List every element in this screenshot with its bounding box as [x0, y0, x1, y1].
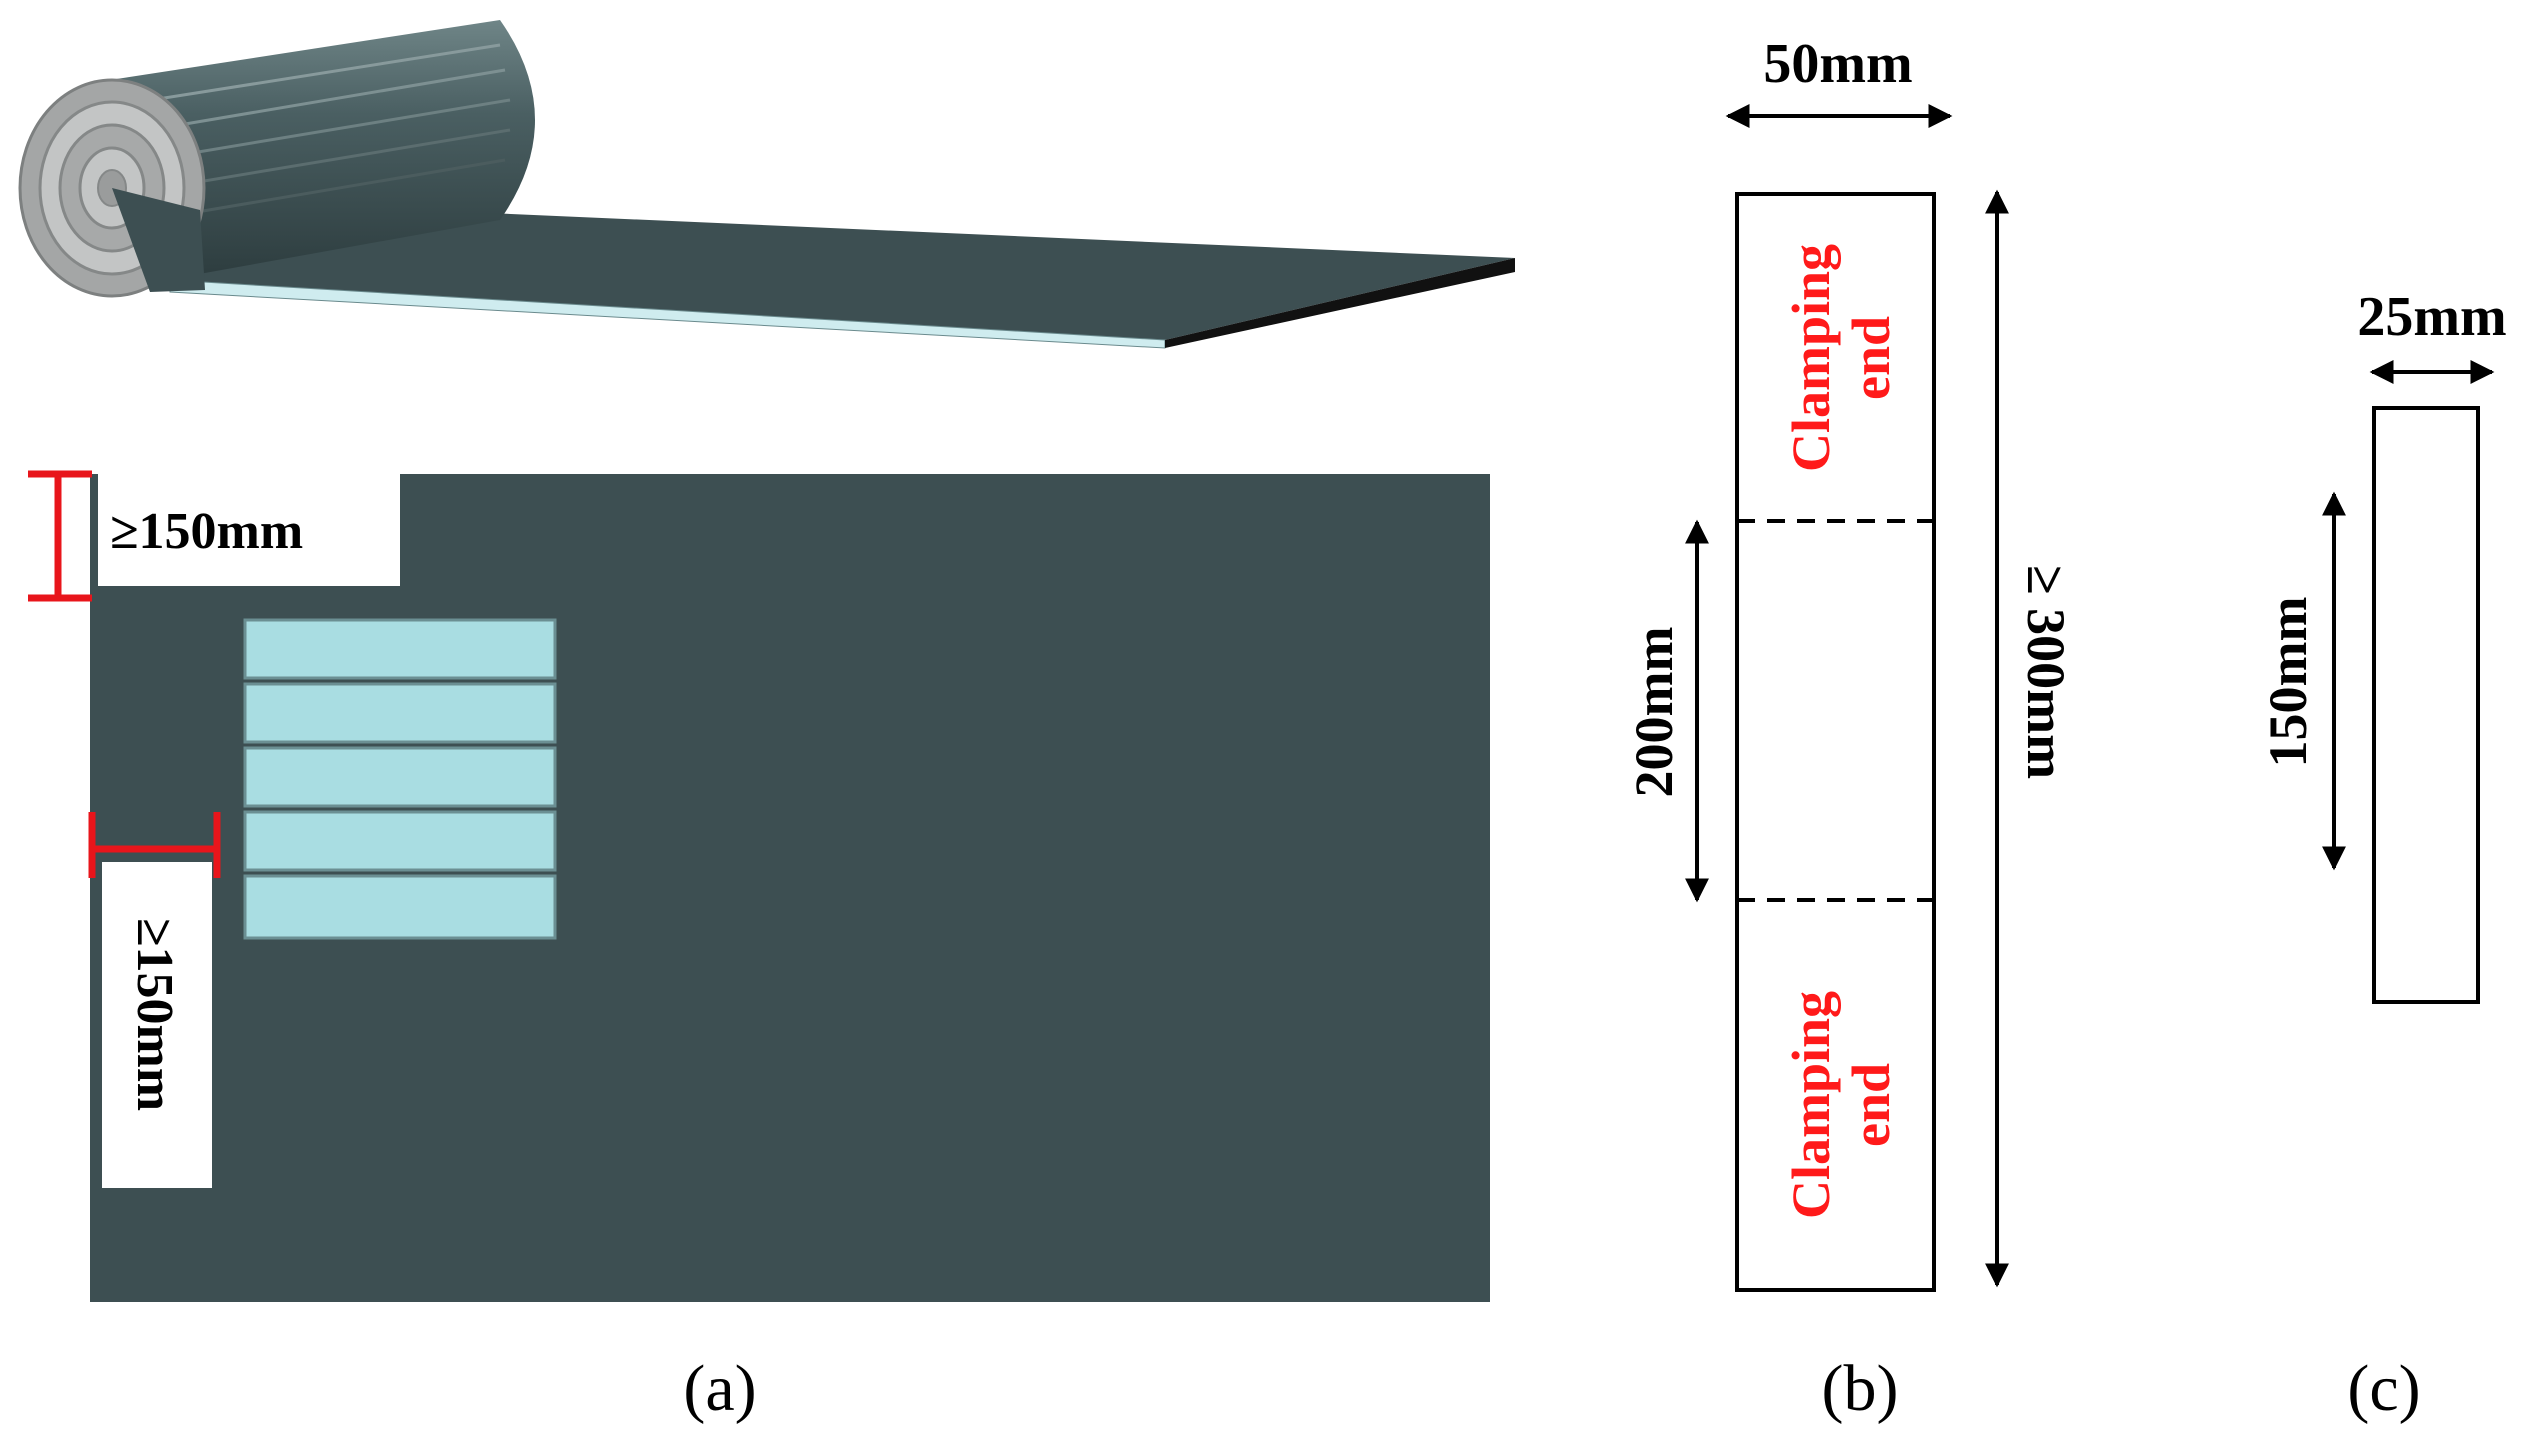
c-width-label: 25mm	[2357, 286, 2506, 348]
test-strip	[243, 682, 557, 744]
test-strip	[243, 746, 557, 808]
sheet-side-edge	[1165, 258, 1515, 348]
b-clamp-top-line2: end	[1841, 316, 1901, 400]
panel-c: 25mm 150mm (c)	[2258, 286, 2507, 1425]
roll-end-cap	[18, 78, 206, 298]
panel-a: ≥150mm ≥150mm (a)	[18, 20, 1515, 1425]
side-margin-dimension	[88, 812, 221, 878]
b-gauge-label: 200mm	[1624, 627, 1684, 798]
sheet-top-face	[170, 210, 1515, 340]
top-margin-label: ≥150mm	[110, 503, 303, 560]
roll-layer-line	[119, 43, 501, 107]
test-strip	[243, 874, 557, 940]
side-margin-label: ≥150mm	[126, 918, 183, 1111]
c-specimen	[2372, 406, 2480, 1004]
test-strip	[243, 618, 557, 680]
top-margin-dimension	[28, 470, 92, 602]
panel-b: 50mm Clamping end Clamping end 200mm ≥ 3…	[1624, 33, 2076, 1425]
b-clamp-bottom-line1: Clamping	[1781, 991, 1841, 1219]
b-clamp-top: Clamping end	[1781, 244, 1901, 472]
top-margin-label-box	[98, 474, 400, 586]
b-specimen	[1735, 192, 1936, 1292]
b-width-label: 50mm	[1763, 33, 1912, 95]
rolled-sheet-illustration	[18, 20, 1515, 349]
side-margin-label-box	[102, 862, 212, 1188]
b-clamp-bottom: Clamping end	[1781, 991, 1901, 1219]
caption-c: (c)	[2347, 1352, 2420, 1425]
b-length-label: ≥ 300mm	[2016, 565, 2076, 779]
test-strip	[243, 810, 557, 872]
b-clamp-top-line1: Clamping	[1781, 244, 1841, 472]
caption-b: (b)	[1822, 1352, 1899, 1425]
b-clamp-bottom-line2: end	[1841, 1063, 1901, 1147]
c-length-label: 150mm	[2258, 597, 2318, 768]
roll-body	[110, 20, 535, 290]
caption-a: (a)	[683, 1352, 756, 1425]
test-strips	[243, 618, 557, 940]
